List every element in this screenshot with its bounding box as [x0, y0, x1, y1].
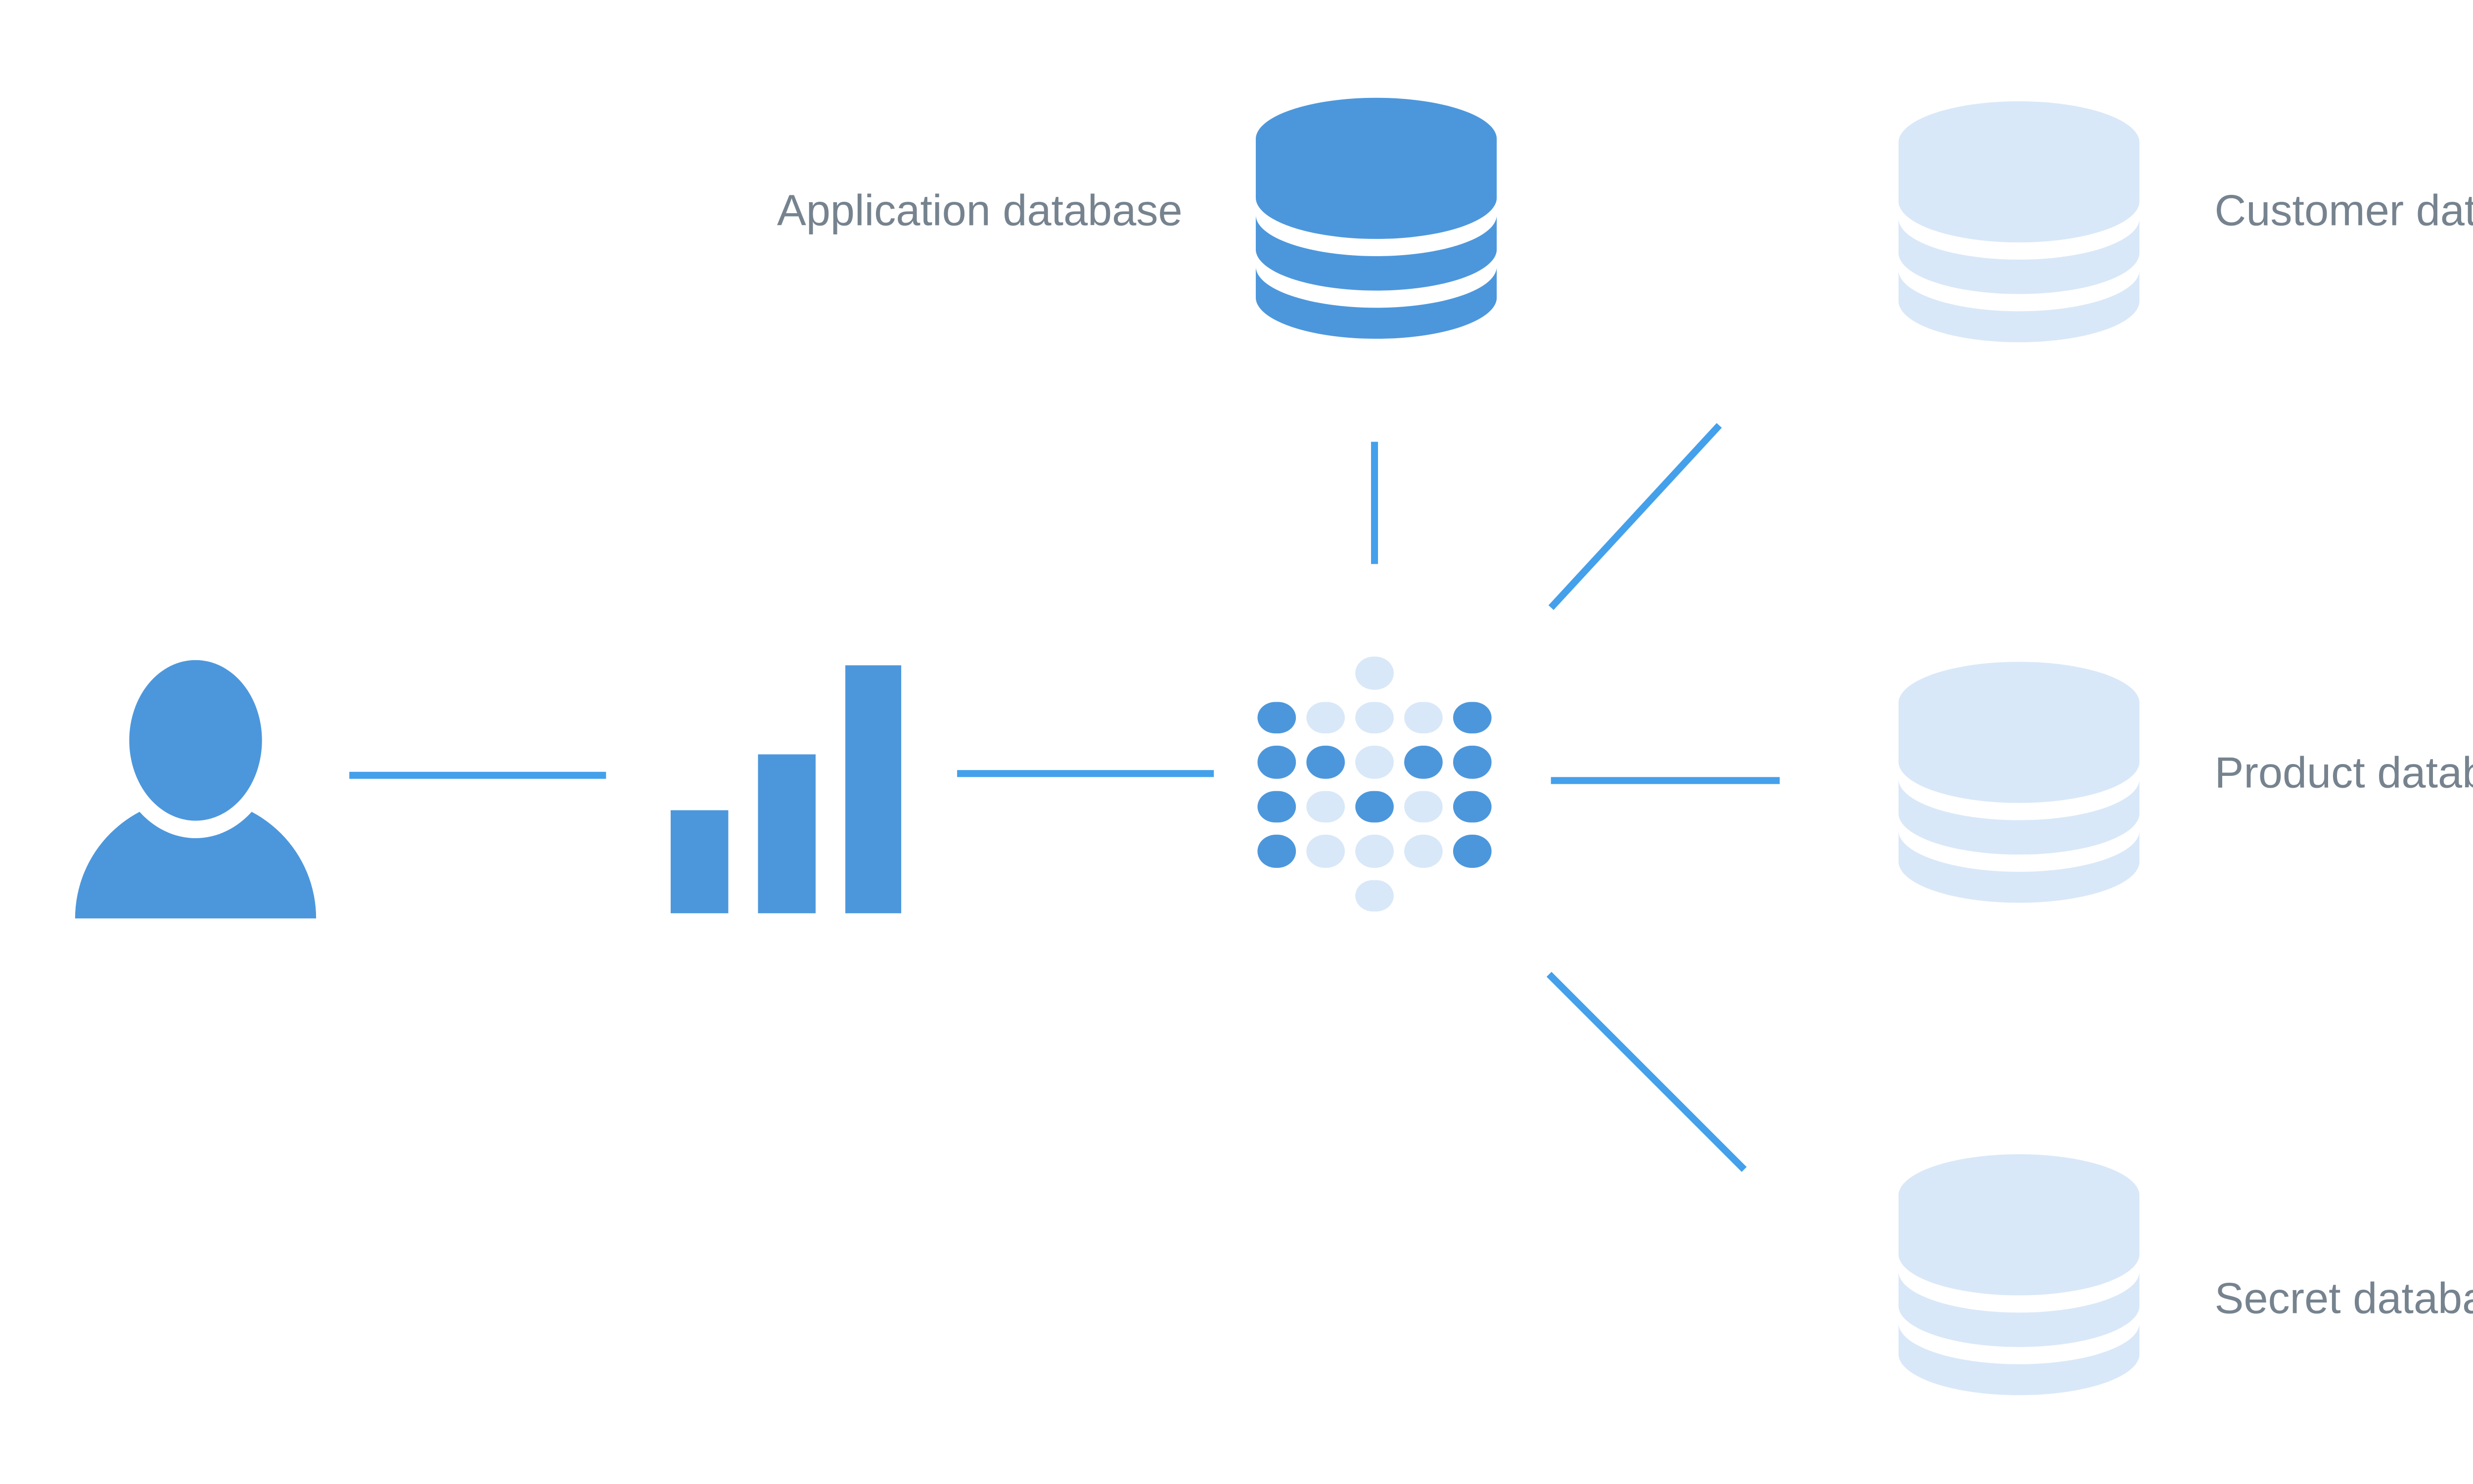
connector-hub-to-secret-database	[1547, 972, 1747, 1172]
dot-matrix-dot	[1356, 746, 1393, 779]
dot-matrix-dot	[1356, 657, 1393, 690]
application-database-label: Application database	[777, 186, 1183, 235]
dot-matrix-dot	[1356, 701, 1393, 734]
bar-chart-icon	[670, 665, 902, 913]
connector-hub-to-product-database	[1551, 777, 1780, 784]
connector-hub-to-application-database	[1371, 442, 1378, 564]
dot-matrix-dot	[1454, 701, 1491, 734]
dot-matrix-dot	[1356, 835, 1393, 868]
dot-matrix-dot	[1405, 790, 1442, 823]
customer-database-icon	[1898, 101, 2140, 343]
dot-matrix-dot	[1307, 835, 1344, 868]
dot-matrix-dot	[1454, 835, 1491, 868]
person-icon	[75, 660, 317, 919]
product-database-icon	[1898, 662, 2140, 903]
dot-matrix-dot	[1405, 835, 1442, 868]
dot-matrix-dot	[1258, 746, 1295, 779]
dot-matrix-dot	[1454, 746, 1491, 779]
product-database-label: Product database	[2214, 749, 2473, 798]
application-database-icon	[1255, 97, 1497, 339]
dot-matrix-dot	[1307, 746, 1344, 779]
dot-matrix-dot	[1356, 879, 1393, 912]
dot-matrix-dot	[1405, 746, 1442, 779]
dot-matrix-dot	[1356, 790, 1393, 823]
connector-user-to-bar-chart	[349, 772, 606, 779]
dot-matrix-dot	[1307, 790, 1344, 823]
dot-matrix-dot	[1307, 701, 1344, 734]
connector-bar-chart-to-hub	[957, 770, 1214, 777]
dot-matrix-dot	[1454, 790, 1491, 823]
dot-matrix-dot	[1405, 701, 1442, 734]
bar-chart-bar-small	[670, 810, 729, 913]
dot-matrix-icon	[1250, 650, 1500, 922]
secret-database-label: Secret database	[2214, 1274, 2473, 1324]
dot-matrix-dot	[1258, 835, 1295, 868]
dot-matrix-dot	[1258, 701, 1295, 734]
dot-matrix-dot	[1258, 790, 1295, 823]
bar-chart-bar-large	[845, 665, 902, 913]
bar-chart-bar-medium	[758, 754, 816, 913]
connector-hub-to-customer-database	[1548, 424, 1721, 610]
secret-database-icon	[1898, 1154, 2140, 1395]
customer-database-label: Customer database	[2214, 186, 2473, 235]
